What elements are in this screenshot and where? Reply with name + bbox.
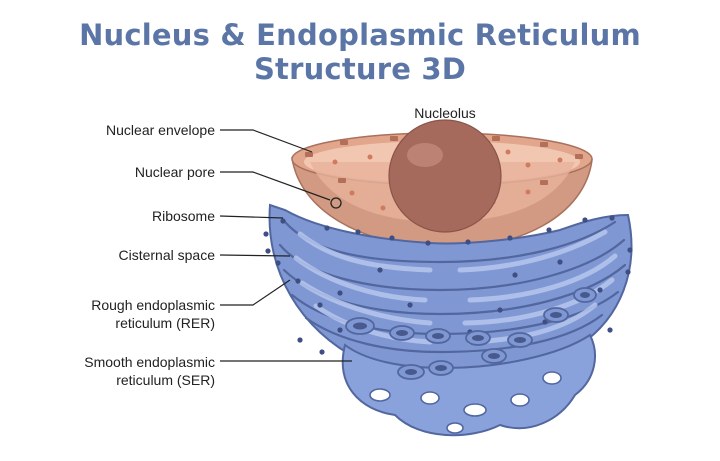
nucleus	[291, 119, 593, 249]
label-ser-line2: reticulum (SER)	[116, 372, 215, 388]
label-rer: Rough endoplasmic reticulum (RER)	[40, 296, 215, 332]
label-rer-line2: reticulum (RER)	[115, 315, 215, 331]
label-ser-line1: Smooth endoplasmic	[84, 354, 215, 370]
label-ser: Smooth endoplasmic reticulum (SER)	[40, 353, 215, 389]
label-nucleolus: Nucleolus	[414, 105, 476, 121]
label-rer-line1: Rough endoplasmic	[91, 297, 215, 313]
label-nuclear-pore: Nuclear pore	[134, 164, 215, 180]
diagram-title: Nucleus & Endoplasmic Reticulum Structur…	[79, 18, 641, 86]
leader-lines	[219, 129, 352, 362]
label-nuclear-envelope: Nuclear envelope	[106, 122, 215, 138]
nuclear-pore-marker	[330, 197, 342, 209]
rough-er	[263, 203, 633, 399]
label-cisternal-space: Cisternal space	[118, 247, 216, 263]
smooth-er	[341, 287, 597, 437]
label-ribosome: Ribosome	[151, 208, 215, 224]
